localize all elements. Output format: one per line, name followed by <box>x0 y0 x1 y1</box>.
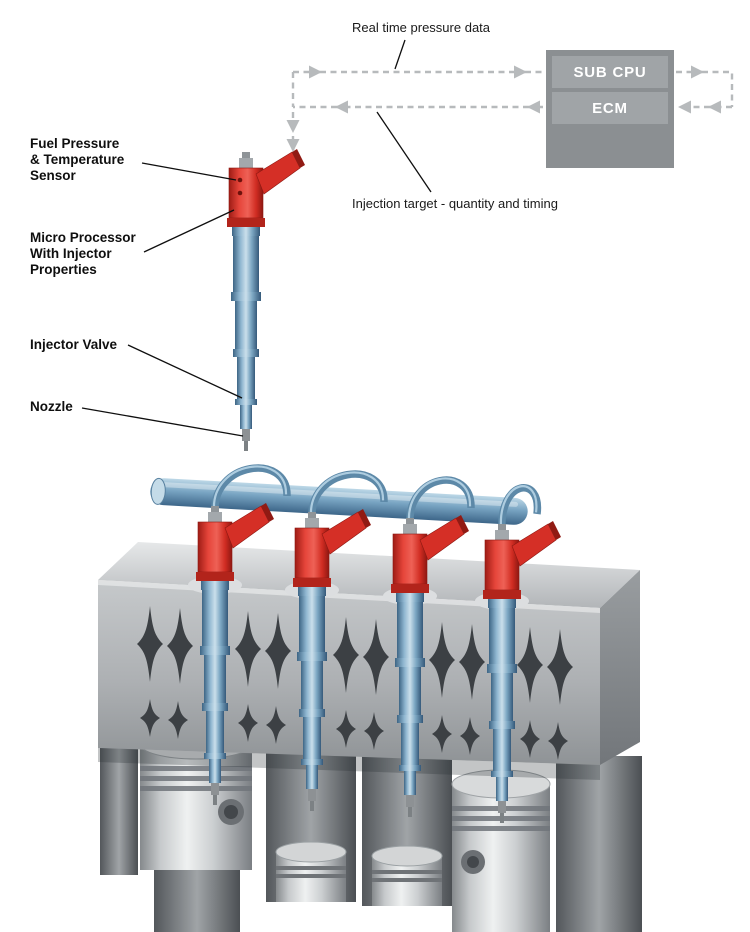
callout-line: & Temperature <box>30 152 125 167</box>
dashed-line <box>702 70 734 107</box>
fuel-rail <box>150 477 528 525</box>
callout-line-processor <box>143 209 235 253</box>
callout-line: Fuel Pressure <box>30 136 120 151</box>
callout-line-sensor <box>141 162 237 181</box>
callout-line: Nozzle <box>30 399 73 414</box>
single-injector <box>226 148 306 452</box>
ecm-label: ECM <box>552 92 668 124</box>
callout-line-nozzle <box>81 407 244 437</box>
signal-flow-arrows <box>286 65 734 152</box>
callout-label-injector-valve: Injector Valve <box>30 337 117 353</box>
callout-line: Injector Valve <box>30 337 118 352</box>
sensor-point <box>237 177 243 183</box>
callout-line-injection-target <box>376 111 432 193</box>
engine-assembly <box>98 464 642 932</box>
callout-label-nozzle: Nozzle <box>30 399 73 415</box>
cpu-box: SUB CPU ECM <box>546 50 674 168</box>
callout-label-fuel-pressure-sensor: Fuel Pressure & Temperature Sensor <box>30 136 124 184</box>
callout-line: Properties <box>30 262 97 277</box>
sub-cpu-label: SUB CPU <box>552 56 668 88</box>
callout-line: Micro Processor <box>30 230 136 245</box>
injector-callout-lines <box>81 162 244 437</box>
callout-line-pressure-data <box>394 39 406 70</box>
label-injection-target: Injection target - quantity and timing <box>352 196 558 211</box>
cylinder-5 <box>556 756 642 932</box>
callout-line: With Injector <box>30 246 112 261</box>
high-pressure-pipes <box>211 464 542 531</box>
piston-1 <box>139 728 253 870</box>
label-realtime-pressure-data: Real time pressure data <box>352 20 491 35</box>
callout-label-micro-processor: Micro Processor With Injector Properties <box>30 230 136 278</box>
callout-line: Sensor <box>30 168 76 183</box>
callout-line-valve <box>127 344 243 399</box>
block-side-face <box>600 570 640 765</box>
flow-callout-lines <box>376 39 432 193</box>
processor-point <box>237 190 243 196</box>
block-pillar-left <box>100 740 138 875</box>
